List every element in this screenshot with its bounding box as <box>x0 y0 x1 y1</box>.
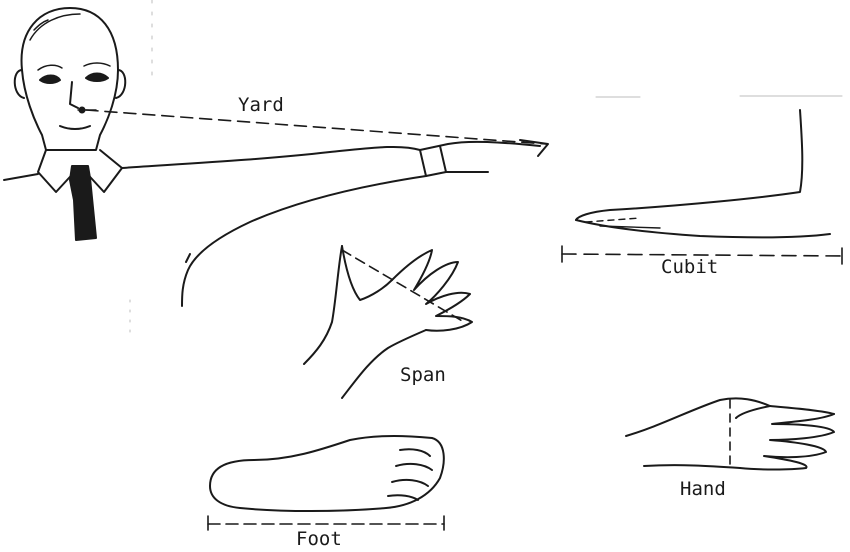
necktie <box>70 166 96 240</box>
hand-breadth-figure <box>626 398 834 469</box>
cubit-label: Cubit <box>661 258 718 277</box>
cubit-forearm-figure <box>562 110 842 264</box>
span-fingers <box>392 250 472 331</box>
foot-outline <box>210 436 444 511</box>
span-hand-figure <box>304 246 472 398</box>
yard-measure-line <box>86 110 546 144</box>
span-label: Span <box>400 366 446 385</box>
outstretched-arm-top <box>122 142 540 168</box>
right-eye <box>86 74 108 82</box>
hand-fingers <box>740 414 834 470</box>
scan-artifacts <box>130 0 842 340</box>
yard-label: Yard <box>238 96 284 115</box>
outstretched-arm-bottom <box>182 176 426 306</box>
hand-outline-bottom <box>644 465 740 468</box>
foot-toes <box>388 449 432 500</box>
foot-label: Foot <box>296 530 342 549</box>
span-measure-line <box>342 250 464 322</box>
foot-figure <box>208 436 444 530</box>
hand-label: Hand <box>680 480 726 499</box>
left-eye <box>40 76 60 84</box>
man-figure <box>4 8 548 306</box>
forearm-lower <box>576 220 830 237</box>
forearm-upper <box>576 110 802 220</box>
